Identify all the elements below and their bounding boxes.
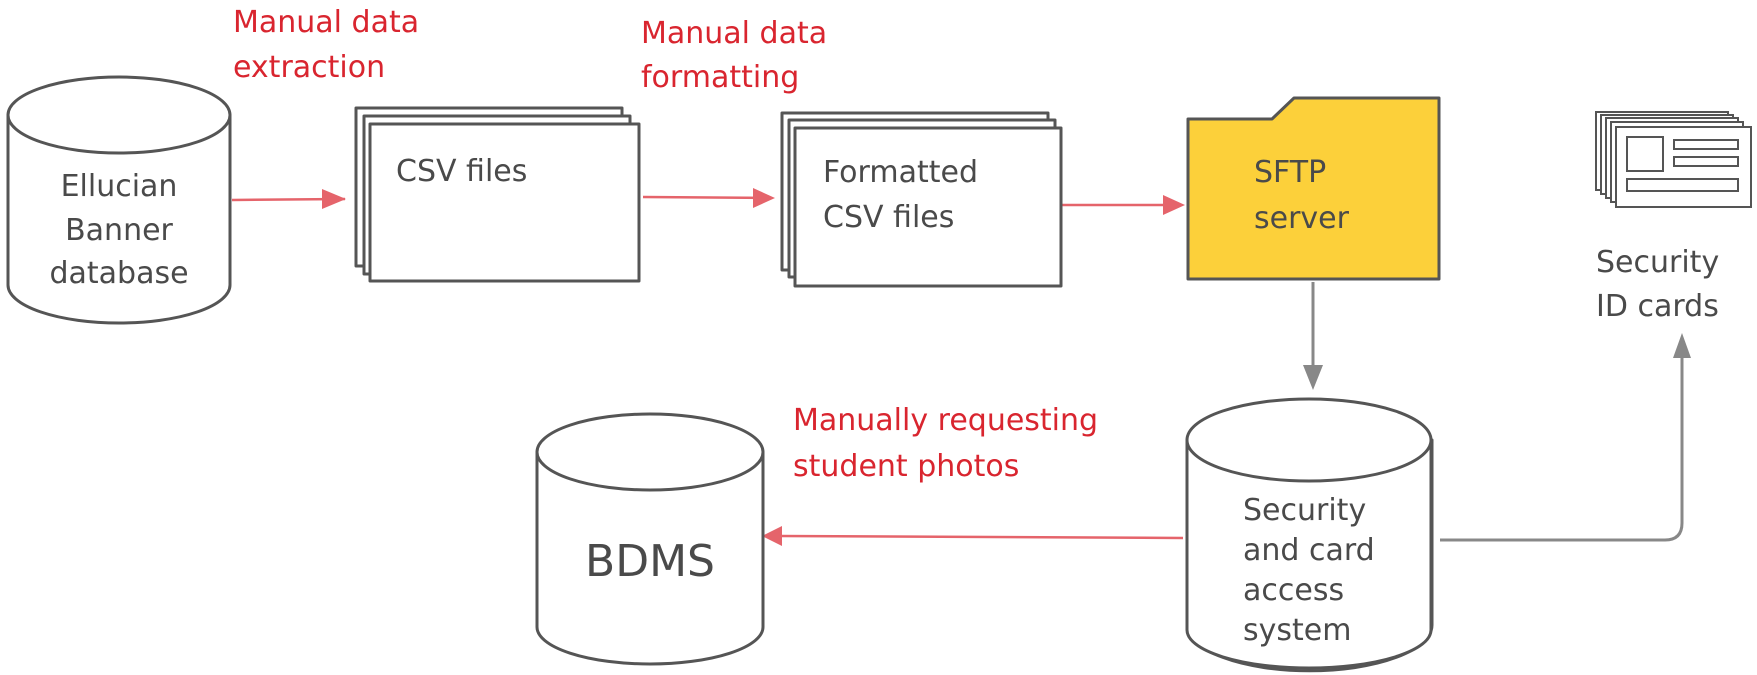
edge-banner-to-csv [231,189,346,209]
idcards-label-line-1: Security [1596,245,1719,280]
security-label-line-4: system [1243,613,1351,648]
node-banner-database[interactable]: Ellucian Banner database [6,75,232,325]
bdms-label: BDMS [585,536,715,587]
banner-label-line-1: Ellucian [61,169,178,204]
edge-security-to-bdms [762,526,1184,546]
security-label-line-2: and card [1243,533,1375,568]
banner-label-line-2: Banner [65,213,173,248]
sftp-label-line-2: server [1254,201,1350,236]
node-csv-files[interactable]: CSV files [354,106,641,283]
label-manual-formatting: Manual data formatting [641,16,827,95]
node-security-system[interactable]: Security and card access system [1185,397,1434,673]
banner-label-line-3: database [49,256,188,291]
edge-formatted-to-sftp [1062,195,1185,215]
security-label-line-1: Security [1243,493,1366,528]
edge-security-to-idcards [1440,333,1691,542]
csv-label: CSV files [396,154,527,189]
formatting-label-line-1: Manual data [641,16,827,51]
node-bdms[interactable]: BDMS [535,412,765,666]
label-manual-photos: Manually requesting student photos [793,403,1098,484]
node-formatted-csv[interactable]: Formatted CSV files [780,111,1063,288]
formatted-label-line-2: CSV files [823,200,954,235]
security-label-line-3: access [1243,573,1344,608]
label-manual-extraction: Manual data extraction [233,5,419,85]
formatting-label-line-2: formatting [641,60,799,95]
extraction-label-line-1: Manual data [233,5,419,40]
edge-sftp-to-security [1303,282,1323,390]
sftp-label-line-1: SFTP [1254,155,1326,190]
idcards-label-line-2: ID cards [1596,289,1719,324]
edge-csv-to-formatted [642,188,775,208]
formatted-label-line-1: Formatted [823,155,978,190]
node-sftp-server[interactable]: SFTP server [1186,96,1441,281]
extraction-label-line-2: extraction [233,50,385,85]
node-security-id-cards[interactable]: Security ID cards [1595,111,1752,324]
id-card-stack-icon [1595,111,1752,208]
photos-label-line-2: student photos [793,449,1019,484]
photos-label-line-1: Manually requesting [793,403,1098,438]
